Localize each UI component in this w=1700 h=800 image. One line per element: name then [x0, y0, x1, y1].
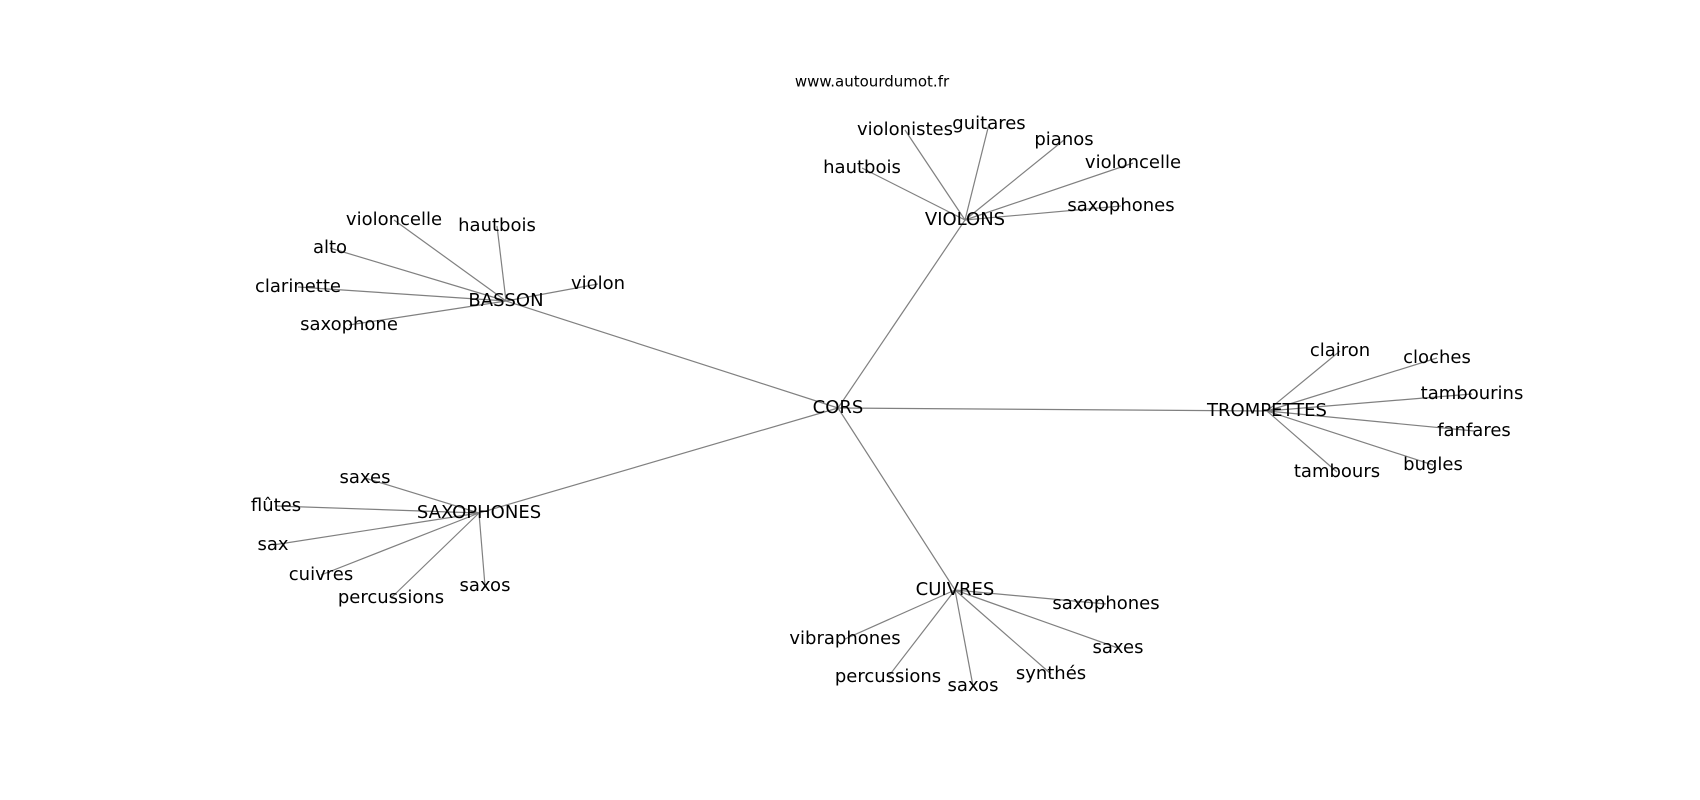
edge-cuivres_hub-c_saxes: [954, 589, 1119, 649]
edge-basson-b_violoncelle: [393, 219, 507, 302]
node-label-s-cuivres[interactable]: cuivres: [289, 564, 353, 585]
edge-saxophones_hub-s_saxos: [478, 512, 486, 587]
edge-trompettes-t_tambourins: [1266, 393, 1473, 412]
node-label-c-saxos[interactable]: saxos: [948, 675, 999, 696]
edge-saxophones_hub-s_percussions: [390, 512, 480, 599]
edge-basson-b_saxophone: [348, 300, 507, 326]
node-label-t-clairon[interactable]: clairon: [1310, 340, 1370, 361]
edge-basson-b_alto: [329, 247, 507, 302]
edge-cors-saxophones_hub: [478, 407, 839, 514]
node-label-b-violon[interactable]: violon: [571, 273, 625, 294]
edge-basson-b_violon: [505, 283, 599, 302]
node-label-c-vibraphones[interactable]: vibraphones: [789, 628, 900, 649]
node-label-b-violoncelle[interactable]: violoncelle: [346, 209, 442, 230]
edge-saxophones_hub-s_saxes: [364, 477, 480, 514]
node-label-b-hautbois[interactable]: hautbois: [458, 215, 536, 236]
edge-cuivres_hub-c_percussions: [887, 589, 956, 678]
node-label-c-saxes[interactable]: saxes: [1093, 637, 1144, 658]
edge-cors-basson: [505, 300, 839, 409]
edge-saxophones_hub-s_cuivres: [320, 512, 480, 576]
node-label-b-saxophone[interactable]: saxophone: [300, 314, 398, 335]
edge-violons-v_hautbois: [861, 167, 966, 221]
node-label-v-violoncelle[interactable]: violoncelle: [1085, 152, 1181, 173]
node-label-cors[interactable]: CORS: [813, 397, 864, 418]
edges-layer: [272, 123, 1475, 687]
edge-basson-b_hautbois: [496, 225, 507, 302]
edge-cors-cuivres_hub: [837, 407, 956, 591]
node-label-v-pianos[interactable]: pianos: [1034, 129, 1093, 150]
edge-trompettes-t_clairon: [1266, 350, 1341, 412]
labels-layer: CORS VIOLONS BASSON SAXOPHONES CUIVRES TROMPE…: [251, 113, 1523, 696]
node-label-t-tambourins[interactable]: tambourins: [1421, 383, 1524, 404]
edge-cuivres_hub-c_vibraphones: [844, 589, 956, 640]
node-label-t-fanfares[interactable]: fanfares: [1437, 420, 1511, 441]
node-label-v-violonistes[interactable]: violonistes: [857, 119, 953, 140]
node-label-t-tambours[interactable]: tambours: [1294, 461, 1380, 482]
node-label-violons[interactable]: VIOLONS: [925, 209, 1005, 230]
node-label-c-percussions[interactable]: percussions: [835, 666, 941, 687]
edge-violons-v_violoncelle: [964, 162, 1134, 221]
node-label-t-cloches[interactable]: cloches: [1403, 347, 1471, 368]
node-label-s-flutes[interactable]: flûtes: [251, 495, 301, 516]
node-label-basson[interactable]: BASSON: [468, 290, 543, 311]
edge-cuivres_hub-c_saxos: [954, 589, 974, 687]
node-label-b-clarinette[interactable]: clarinette: [255, 276, 341, 297]
edge-violons-v_violonistes: [904, 129, 966, 221]
edge-cors-trompettes: [837, 407, 1268, 412]
node-label-s-sax[interactable]: sax: [257, 534, 288, 555]
edge-violons-v_guitares: [964, 123, 990, 221]
edge-trompettes-t_bugles: [1266, 410, 1434, 466]
edge-cuivres_hub-c_saxophones: [954, 589, 1107, 605]
node-label-v-guitares[interactable]: guitares: [952, 113, 1025, 134]
node-label-trompettes[interactable]: TROMPETTES: [1206, 400, 1327, 421]
edge-violons-v_saxophones: [964, 205, 1122, 221]
edge-trompettes-t_fanfares: [1266, 410, 1475, 432]
node-label-c-saxophones[interactable]: saxophones: [1052, 593, 1159, 614]
node-label-s-percussions[interactable]: percussions: [338, 587, 444, 608]
node-label-cuivres-hub[interactable]: CUIVRES: [916, 579, 995, 600]
edge-cors-violons: [837, 219, 966, 409]
node-label-c-synthes[interactable]: synthés: [1016, 663, 1086, 684]
node-label-saxophones-hub[interactable]: SAXOPHONES: [417, 502, 541, 523]
edge-violons-v_pianos: [964, 139, 1065, 221]
edge-saxophones_hub-s_sax: [272, 512, 480, 546]
node-label-v-hautbois[interactable]: hautbois: [823, 157, 901, 178]
edge-basson-b_clarinette: [297, 286, 507, 302]
node-label-b-alto[interactable]: alto: [313, 237, 347, 258]
node-label-t-bugles[interactable]: bugles: [1403, 454, 1463, 475]
edge-cuivres_hub-c_synthes: [954, 589, 1052, 675]
edge-saxophones_hub-s_flutes: [275, 505, 480, 514]
node-label-s-saxes[interactable]: saxes: [340, 467, 391, 488]
node-label-s-saxos[interactable]: saxos: [460, 575, 511, 596]
edge-trompettes-t_tambours: [1266, 410, 1338, 473]
site-watermark[interactable]: www.autourdumot.fr: [795, 73, 950, 91]
edge-trompettes-t_cloches: [1266, 357, 1438, 412]
node-label-v-saxophones[interactable]: saxophones: [1067, 195, 1174, 216]
